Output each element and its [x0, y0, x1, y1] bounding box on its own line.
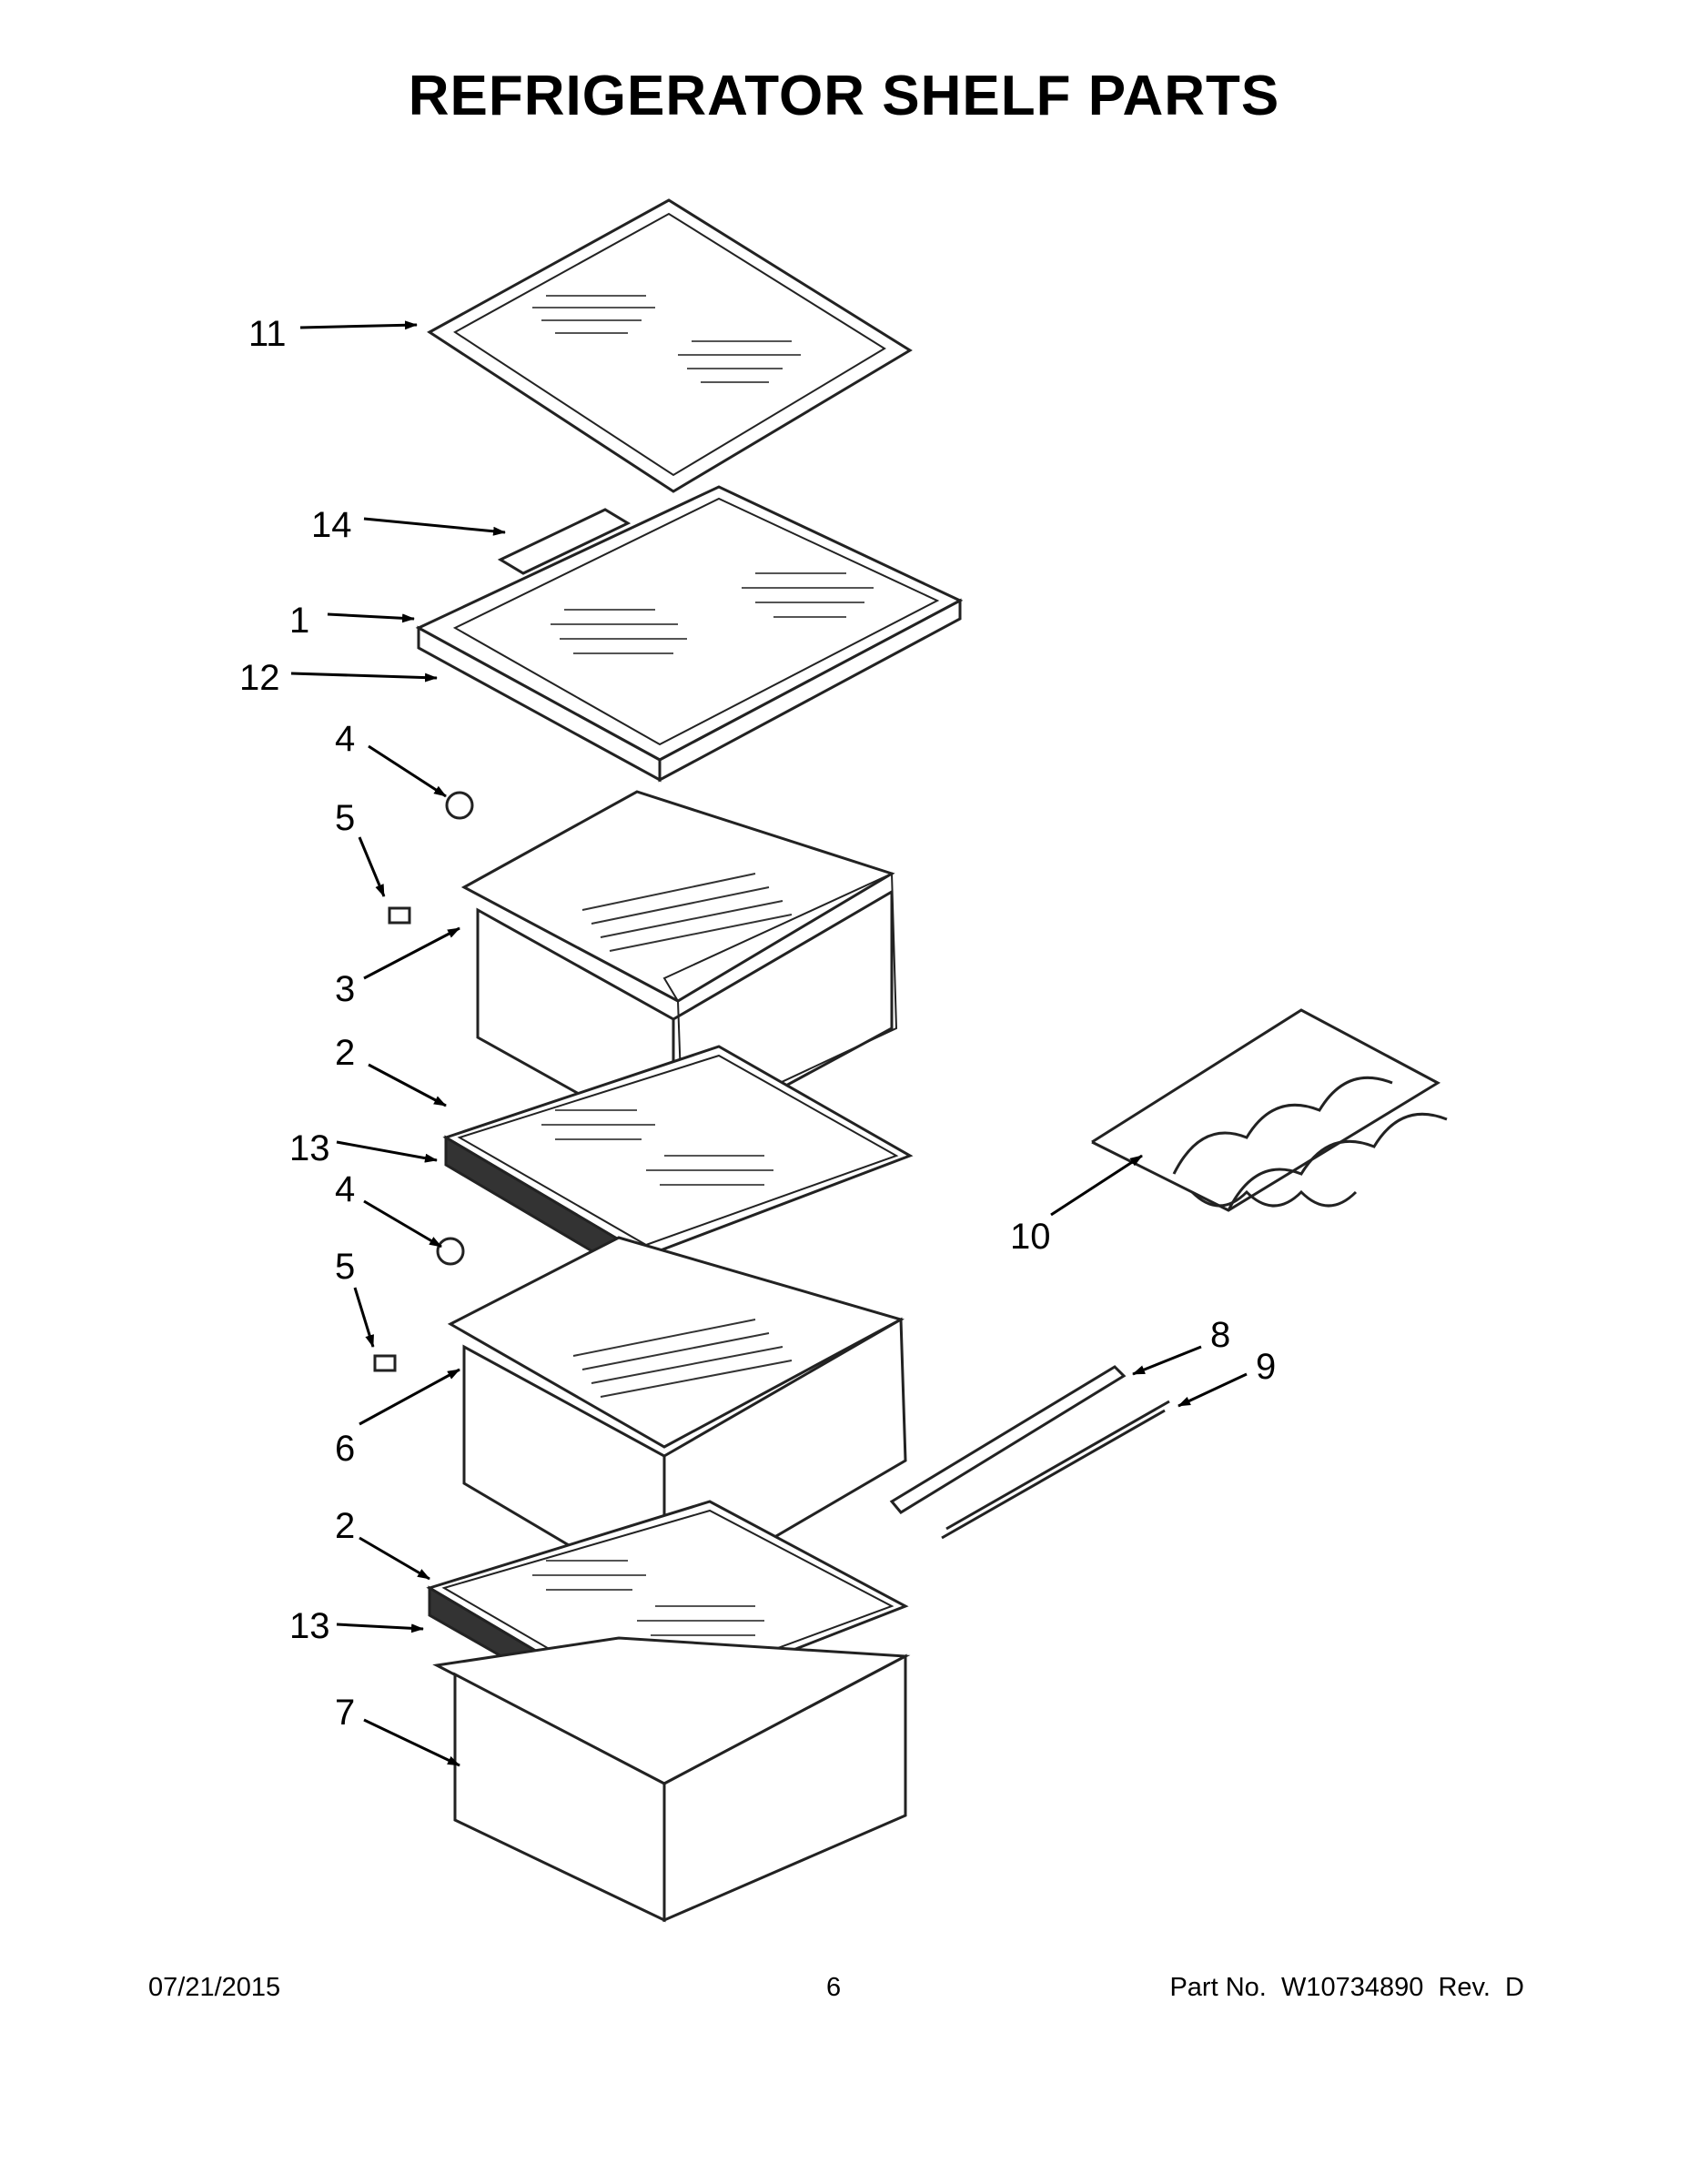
- callout-6: 6: [335, 1429, 355, 1469]
- pin-part-5: [388, 906, 411, 925]
- pin-part-5: [373, 1354, 397, 1372]
- rail-part-8: [889, 1365, 1127, 1514]
- callout-9: 9: [1256, 1347, 1276, 1387]
- shelf-part-1: [415, 485, 964, 783]
- callout-5: 5: [335, 1247, 355, 1287]
- callout-14: 14: [311, 505, 352, 545]
- roller-part-4: [436, 1237, 465, 1266]
- crisper-cover-part-2: [442, 1045, 914, 1286]
- drawer-part-7: [432, 1636, 911, 1923]
- callout-4: 4: [335, 1169, 355, 1209]
- callout-2: 2: [335, 1033, 355, 1073]
- callout-2: 2: [335, 1506, 355, 1546]
- callout-4: 4: [335, 719, 355, 759]
- callout-13: 13: [289, 1606, 330, 1646]
- callout-1: 1: [289, 601, 309, 641]
- shelf-part-11: [427, 198, 913, 493]
- callout-7: 7: [335, 1693, 355, 1733]
- callout-11: 11: [248, 314, 287, 354]
- footer-page-number: 6: [826, 1973, 842, 2002]
- callout-3: 3: [335, 969, 355, 1009]
- callout-arrows: [290, 320, 1248, 1767]
- footer-date: 07/21/2015: [148, 1973, 281, 2002]
- callout-8: 8: [1210, 1315, 1230, 1355]
- callout-12: 12: [239, 658, 280, 698]
- callout-10: 10: [1010, 1217, 1051, 1257]
- roller-part-4: [445, 791, 474, 820]
- callout-13: 13: [289, 1128, 330, 1168]
- trim-part-14: [497, 508, 632, 575]
- callout-5: 5: [335, 798, 355, 838]
- rail-part-9: [941, 1400, 1170, 1540]
- footer-part-number: Part No. W10734890 Rev. D: [1169, 1973, 1524, 2002]
- page-title: REFRIGERATOR SHELF PARTS: [408, 65, 1280, 127]
- wine-rack-part-10: [1091, 1008, 1448, 1212]
